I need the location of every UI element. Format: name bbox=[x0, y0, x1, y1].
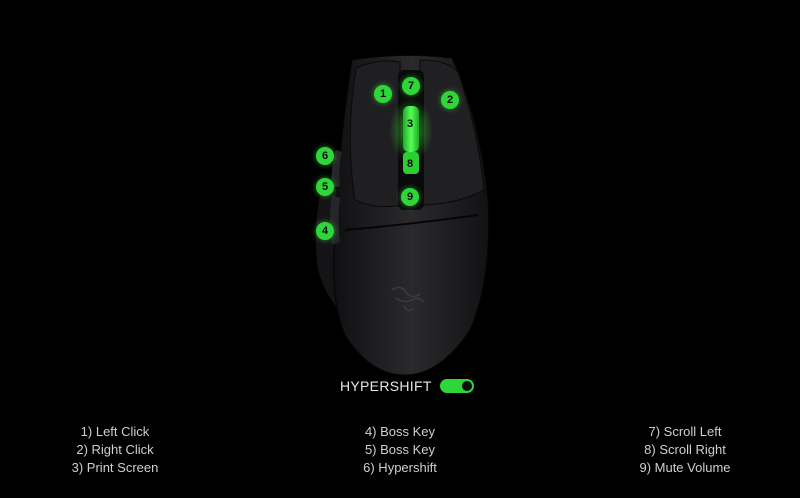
button-marker-3[interactable]: 3 bbox=[406, 118, 414, 130]
legend-item-4: 4) Boss Key bbox=[364, 424, 436, 439]
legend-item-7: 7) Scroll Left bbox=[648, 424, 722, 439]
button-marker-6[interactable]: 6 bbox=[316, 147, 334, 165]
razer-logo bbox=[391, 286, 425, 312]
hypershift-toggle[interactable] bbox=[439, 379, 474, 393]
legend-column-side-buttons: 4) Boss Key 5) Boss Key 6) Hypershift bbox=[325, 423, 475, 477]
side-button-back bbox=[330, 195, 340, 245]
button-marker-8[interactable]: 8 bbox=[406, 158, 414, 170]
legend-item-6: 6) Hypershift bbox=[363, 460, 437, 475]
hypershift-label: HYPERSHIFT bbox=[340, 378, 432, 394]
button-marker-9[interactable]: 9 bbox=[401, 188, 419, 206]
legend-item-2: 2) Right Click bbox=[76, 442, 154, 457]
button-marker-1[interactable]: 1 bbox=[374, 85, 392, 103]
legend-item-5: 5) Boss Key bbox=[364, 442, 436, 457]
scroll-wheel bbox=[403, 106, 419, 152]
hypershift-control: HYPERSHIFT bbox=[340, 378, 474, 394]
toggle-knob bbox=[461, 381, 472, 391]
button-marker-7[interactable]: 7 bbox=[402, 77, 420, 95]
legend-item-1: 1) Left Click bbox=[80, 424, 150, 439]
button-marker-4[interactable]: 4 bbox=[316, 222, 334, 240]
button-marker-5[interactable]: 5 bbox=[316, 178, 334, 196]
legend-item-8: 8) Scroll Right bbox=[644, 442, 726, 457]
right-button bbox=[419, 59, 485, 206]
legend-column-main-buttons: 1) Left Click 2) Right Click 3) Print Sc… bbox=[40, 423, 190, 477]
side-button-front bbox=[331, 150, 342, 188]
legend-item-3: 3) Print Screen bbox=[71, 460, 159, 475]
button-marker-2[interactable]: 2 bbox=[441, 91, 459, 109]
legend-item-9: 9) Mute Volume bbox=[639, 460, 731, 475]
wheel-button bbox=[403, 152, 419, 174]
legend-column-wheel-buttons: 7) Scroll Left 8) Scroll Right 9) Mute V… bbox=[610, 423, 760, 477]
